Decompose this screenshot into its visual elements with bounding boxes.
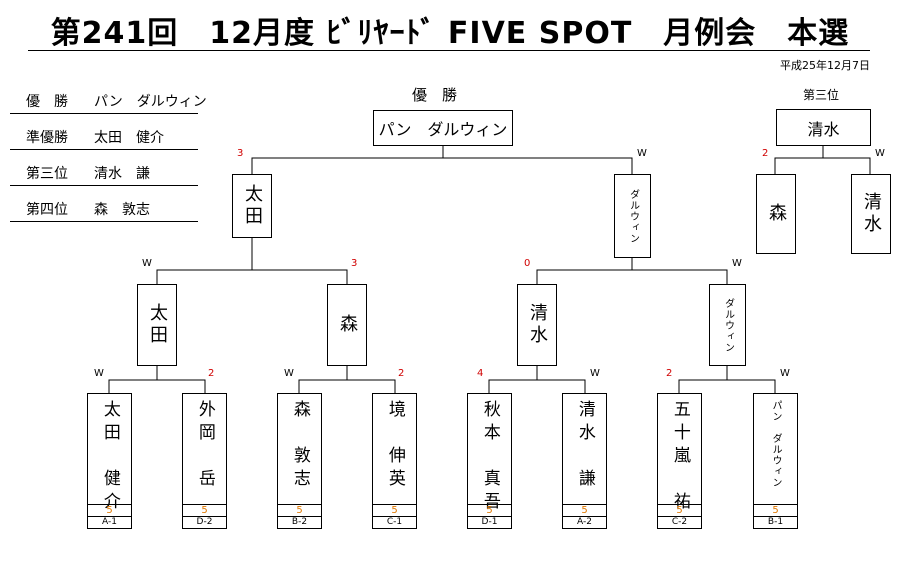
third-left-name: 森	[766, 203, 787, 225]
quarter-1-box: 太田	[137, 284, 177, 366]
player-1-score: 5	[87, 505, 132, 517]
third-place-label: 第三位	[803, 88, 840, 102]
page-title: 第241回 12月度 ﾋﾞﾘﾔｰﾄﾞ FIVE SPOT 月例会 本選	[50, 16, 850, 51]
result-row-4th: 第四位 森 敦志	[10, 197, 198, 222]
quarter-4-box: ダルウィン	[709, 284, 746, 366]
player-3-box: 森 敦志	[277, 393, 322, 505]
player-2-score: 5	[182, 505, 227, 517]
player-4-name: 境 伸英	[384, 400, 405, 492]
player-3-name: 森 敦志	[289, 400, 310, 492]
player-5-mark: 4	[477, 368, 484, 379]
quarter-3-mark: 0	[524, 258, 531, 269]
player-6-mark: W	[590, 368, 600, 379]
player-1-seed: A-1	[87, 517, 132, 529]
third-right-mark: W	[875, 148, 885, 159]
quarter-3-name: 清水	[527, 303, 548, 347]
quarter-4-name: ダルウィン	[722, 297, 734, 353]
quarter-2-box: 森	[327, 284, 367, 366]
quarter-1-mark: W	[142, 258, 152, 269]
result-label: 優 勝	[26, 94, 68, 110]
player-6-name: 清水 謙	[574, 400, 595, 492]
semi-left-name: 太田	[242, 184, 263, 228]
champion-box: パン ダルウィン	[373, 110, 513, 146]
title-underline	[28, 50, 870, 51]
player-8-name: パン ダルウィン	[770, 400, 781, 488]
player-7-mark: 2	[666, 368, 673, 379]
quarter-2-name: 森	[337, 314, 358, 336]
player-8-mark: W	[780, 368, 790, 379]
result-row-2nd: 準優勝 太田 健介	[10, 125, 198, 150]
player-3-seed: B-2	[277, 517, 322, 529]
quarter-3-box: 清水	[517, 284, 557, 366]
player-8-box: パン ダルウィン	[753, 393, 798, 505]
third-left-box: 森	[756, 174, 796, 254]
player-1-box: 太田 健介	[87, 393, 132, 515]
result-row-3rd: 第三位 清水 謙	[10, 161, 198, 186]
player-1-mark: W	[94, 368, 104, 379]
player-4-box: 境 伸英	[372, 393, 417, 505]
result-name: 太田 健介	[94, 130, 164, 146]
result-label: 第三位	[26, 166, 68, 182]
semi-right-name: ダルウィン	[627, 188, 639, 244]
player-2-box: 外岡 岳	[182, 393, 227, 505]
champion-label: 優 勝	[412, 86, 458, 104]
third-right-box: 清水	[851, 174, 891, 254]
third-left-score: 2	[762, 148, 769, 159]
quarter-1-name: 太田	[147, 303, 168, 347]
third-place-winner-box: 清水	[776, 109, 871, 146]
quarter-2-mark: 3	[351, 258, 358, 269]
player-6-seed: A-2	[562, 517, 607, 529]
player-7-score: 5	[657, 505, 702, 517]
player-1-name: 太田 健介	[99, 400, 120, 515]
quarter-4-mark: W	[732, 258, 742, 269]
event-date: 平成25年12月7日	[780, 59, 870, 72]
semi-right-mark: W	[637, 148, 647, 159]
player-7-box: 五十嵐 祐	[657, 393, 702, 515]
semi-left-mark: 3	[237, 148, 244, 159]
player-4-mark: 2	[398, 368, 405, 379]
third-right-name: 清水	[861, 192, 882, 236]
result-name: 清水 謙	[94, 166, 150, 182]
player-5-name: 秋本 真吾	[479, 400, 500, 515]
result-label: 第四位	[26, 202, 68, 218]
semi-left-box: 太田	[232, 174, 272, 238]
result-row-1st: 優 勝 パン ダルウィン	[10, 89, 207, 114]
player-3-score: 5	[277, 505, 322, 517]
result-name: パン ダルウィン	[94, 94, 207, 110]
player-2-seed: D-2	[182, 517, 227, 529]
player-4-seed: C-1	[372, 517, 417, 529]
player-8-score: 5	[753, 505, 798, 517]
result-label: 準優勝	[26, 130, 68, 146]
player-3-mark: W	[284, 368, 294, 379]
player-2-name: 外岡 岳	[194, 400, 215, 492]
player-5-box: 秋本 真吾	[467, 393, 512, 515]
player-5-score: 5	[467, 505, 512, 517]
player-2-mark: 2	[208, 368, 215, 379]
result-name: 森 敦志	[94, 202, 150, 218]
player-8-seed: B-1	[753, 517, 798, 529]
player-7-seed: C-2	[657, 517, 702, 529]
champion-name: パン ダルウィン	[378, 120, 508, 139]
player-6-score: 5	[562, 505, 607, 517]
player-6-box: 清水 謙	[562, 393, 607, 505]
player-4-score: 5	[372, 505, 417, 517]
player-7-name: 五十嵐 祐	[669, 400, 690, 515]
third-place-winner: 清水	[807, 119, 840, 139]
semi-right-box: ダルウィン	[614, 174, 651, 258]
player-5-seed: D-1	[467, 517, 512, 529]
